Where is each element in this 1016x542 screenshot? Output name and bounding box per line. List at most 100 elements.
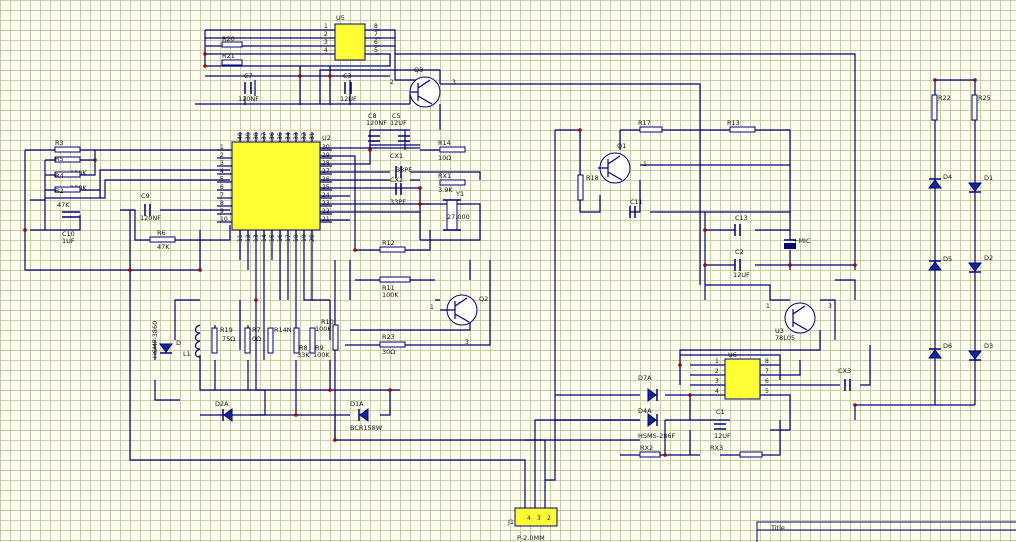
c3-value: 12UF <box>340 95 357 103</box>
u2-pin-number: 15 <box>269 234 276 242</box>
resistor-r6[interactable] <box>149 236 176 243</box>
u5-pin: 6 <box>374 39 378 46</box>
u2-pin-number: 28 <box>322 160 330 167</box>
u2-pin-number: 8 <box>220 200 224 207</box>
resistor-r21[interactable] <box>221 59 243 66</box>
resistor-r8[interactable] <box>293 327 300 354</box>
transistor-q1[interactable]: Q1 1 <box>598 142 647 184</box>
diode-d4[interactable]: D4 <box>928 173 952 189</box>
cx3-ref: CX3 <box>838 367 851 375</box>
u2-ref: U2 <box>322 134 331 142</box>
transistor-q2[interactable]: Q2 13 <box>430 294 488 346</box>
u2-pin-number: 20 <box>309 234 316 242</box>
resistor-rx3[interactable] <box>739 451 763 458</box>
diode-d1a[interactable]: D1A BCR158W <box>350 400 383 432</box>
resistor-r23[interactable] <box>379 341 406 348</box>
diode-d7a[interactable]: D7A <box>638 374 658 402</box>
q1-ref: Q1 <box>617 142 626 150</box>
resistor-r14[interactable] <box>439 146 466 153</box>
u5-chip[interactable]: U5 1 2 3 4 8 7 6 5 <box>320 14 380 61</box>
resistor-r9[interactable] <box>309 327 316 354</box>
u2-pin-number: 39 <box>245 132 252 140</box>
resistor-r12[interactable] <box>379 246 406 253</box>
u2-pin-number: 38 <box>253 132 260 140</box>
diode-d3[interactable]: D3 <box>968 342 993 361</box>
transistor-q3[interactable]: Q3 32 <box>390 66 456 108</box>
r23-ref: R23 <box>382 333 395 341</box>
u2-pin-number: 19 <box>301 234 308 242</box>
c13-ref: C13 <box>735 214 748 222</box>
u5-ref: U5 <box>336 14 345 22</box>
rx1-ref: RX1 <box>438 172 451 180</box>
d1a-part: BCR158W <box>350 424 383 432</box>
c7-value: 120NF <box>238 95 259 103</box>
u2-pin-number: 27 <box>322 168 330 175</box>
d-ref: D <box>176 339 181 347</box>
r10-ref: R10 <box>321 318 334 326</box>
diode-d4a[interactable]: D4A HSMS-286F <box>638 407 675 440</box>
svg-text:2: 2 <box>390 79 394 86</box>
resistor-r22[interactable] <box>931 94 938 121</box>
resistors: R20 R21 R3 R5 100K R4 100K R2 47K R6 47K… <box>54 35 991 458</box>
resistor-rx2[interactable] <box>639 451 661 458</box>
resistor-r11[interactable] <box>379 276 411 283</box>
crystal-y1[interactable]: Y1 27.000 <box>443 190 470 231</box>
u2-pin-number: 32 <box>301 132 308 140</box>
y1-ref: Y1 <box>455 190 464 198</box>
diode-d2[interactable]: D2 <box>968 254 993 273</box>
resistor-r10[interactable] <box>332 324 339 351</box>
r5-ref: R5 <box>55 155 64 163</box>
resistor-r20[interactable] <box>221 41 243 48</box>
u2-pin-number: 25 <box>322 184 330 191</box>
u2-pin-number: 14 <box>261 234 268 242</box>
diode-d6[interactable]: D6 <box>928 342 952 359</box>
resistor-r3[interactable] <box>54 146 81 153</box>
resistor-r7[interactable] <box>244 327 251 354</box>
c5-ref: C5 <box>392 112 401 120</box>
r25-ref: R25 <box>978 94 991 102</box>
diode-d[interactable]: D HSMP-3860 <box>151 321 181 358</box>
u6-pin: 4 <box>715 388 719 395</box>
resistor-rx1[interactable] <box>439 179 466 186</box>
u2-pin-number: 36 <box>269 132 276 140</box>
d1-ref: D1 <box>984 174 993 182</box>
u6-chip[interactable]: U6 1 2 3 4 8 7 6 5 <box>715 351 769 400</box>
u2-pin-number: 24 <box>322 192 330 199</box>
u2-pin-number: 9 <box>220 208 224 215</box>
diode-d1[interactable]: D1 <box>968 174 993 193</box>
u6-pin: 8 <box>765 358 769 365</box>
c9-ref: C9 <box>141 192 150 200</box>
resistor-r19[interactable] <box>211 327 218 354</box>
u2-pin-number: 12 <box>245 234 252 242</box>
r14-value: 10Ω <box>438 154 451 162</box>
resistor-r18[interactable] <box>577 174 584 201</box>
u2-pin-number: 5 <box>220 176 224 183</box>
u2-pin-number: 34 <box>285 132 292 140</box>
resistor-r5[interactable] <box>54 156 81 163</box>
resistor-r4[interactable] <box>54 171 81 178</box>
diode-d2a[interactable]: D2A <box>215 400 233 422</box>
d2a-ref: D2A <box>215 400 229 408</box>
u2-pin-number: 10 <box>220 216 228 223</box>
inductor-l1[interactable]: L1 <box>183 324 201 358</box>
resistor-r13[interactable] <box>729 126 756 133</box>
u6-pin: 1 <box>715 358 719 365</box>
c1-ref: C1 <box>716 408 725 416</box>
q3-ref: Q3 <box>414 66 423 74</box>
microphone[interactable]: +MIC <box>784 237 811 249</box>
diode-d5[interactable]: D5 <box>928 255 952 271</box>
resistor-r2[interactable] <box>54 186 81 193</box>
resistor-r25[interactable] <box>971 94 978 121</box>
u3-ref: U3 <box>775 327 784 335</box>
resistor-r17[interactable] <box>639 126 663 133</box>
resistor-r14n[interactable] <box>267 327 274 354</box>
r7-ref: R7 <box>252 326 261 334</box>
r4-ref: R4 <box>55 172 64 180</box>
r6-ref: R6 <box>157 229 166 237</box>
c8-value: 120NF <box>366 119 387 127</box>
r19-value: 75Ω <box>222 335 235 343</box>
